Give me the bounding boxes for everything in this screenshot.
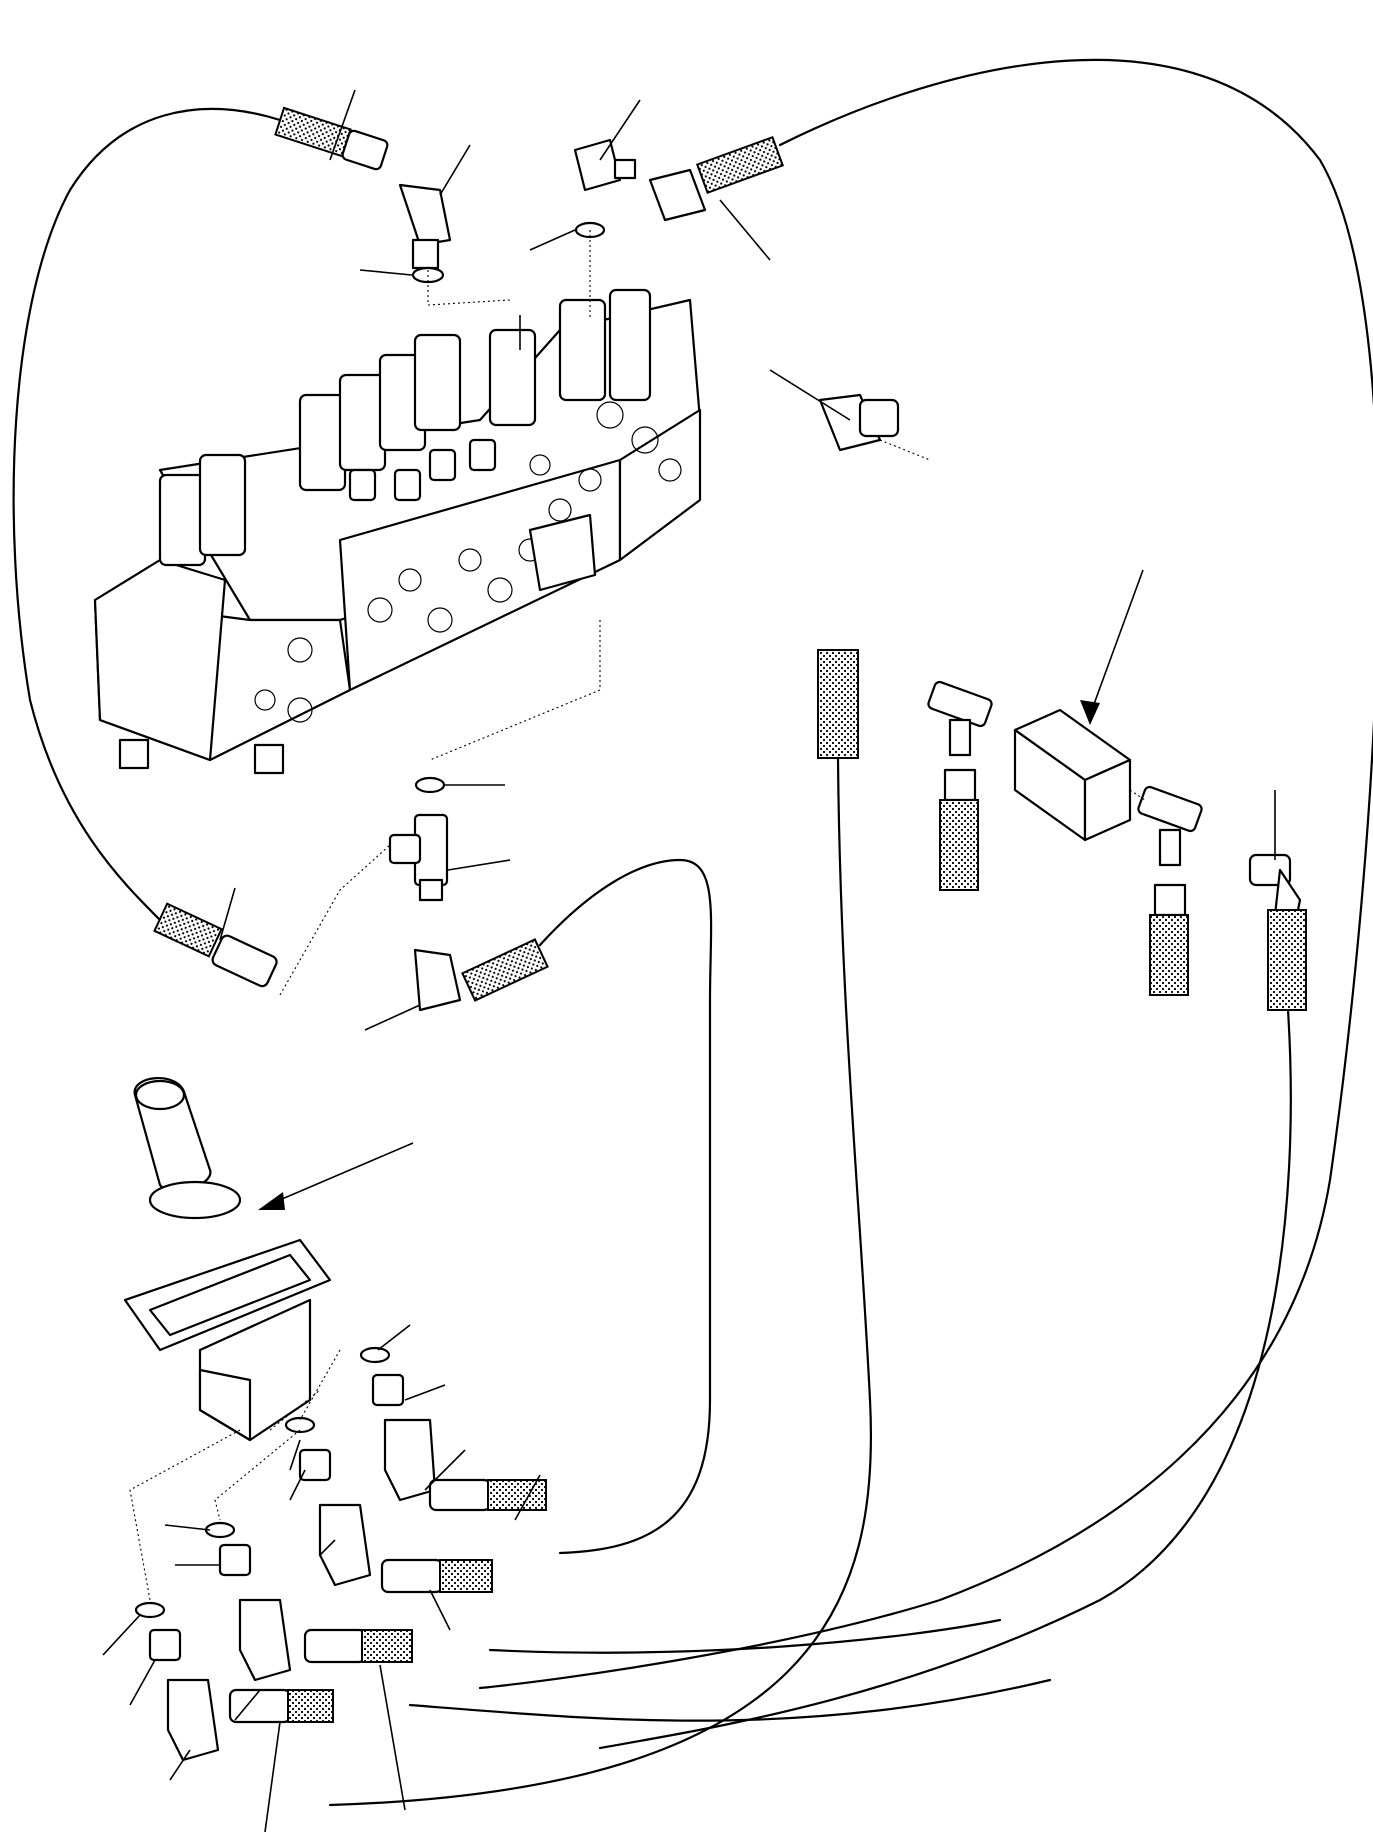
tee-fitting-center (388, 776, 549, 1012)
top-center-elbow-fitting (573, 135, 784, 239)
spool-caps (158, 288, 652, 567)
tee-fittings-right (927, 680, 1203, 996)
lower-left-hose-end (153, 902, 278, 988)
valve-block-right (1013, 708, 1132, 842)
leader-lines (102, 89, 1276, 1832)
right-elbow-hose-right (1248, 853, 1307, 1011)
arrow-icon (258, 569, 1144, 1210)
pilot-control-joystick (123, 1077, 332, 1442)
right-elbow-hose-left (817, 393, 900, 759)
connection-lines (129, 230, 1146, 1601)
control-valve-block (93, 288, 702, 775)
joystick-fittings (134, 1346, 547, 1762)
top-left-hose-assembly (274, 106, 452, 284)
hose-lines (12, 58, 1373, 1807)
